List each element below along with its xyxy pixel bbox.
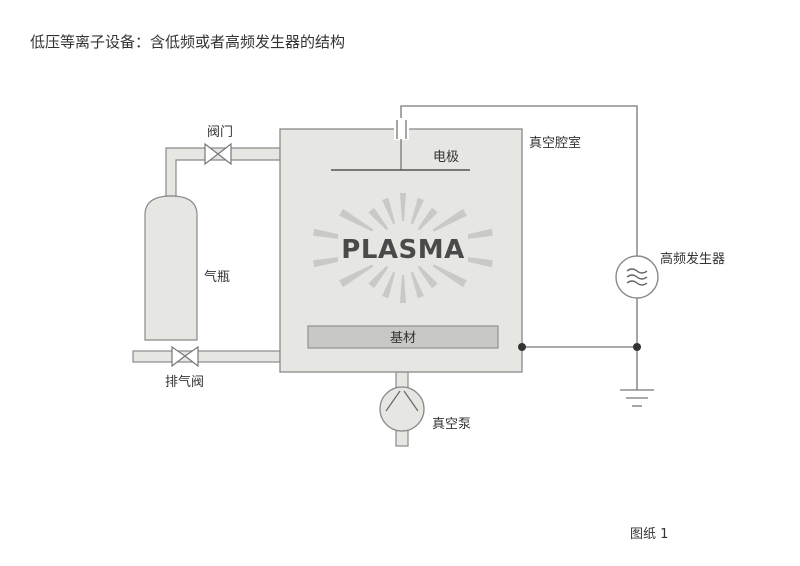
pump-icon [379, 386, 425, 432]
plasma-text-backdrop [338, 234, 468, 262]
exhaust-valve-icon [171, 345, 199, 368]
exhaust-valve-label: 排气阀 [165, 374, 204, 390]
pump-label: 真空泵 [432, 417, 471, 432]
substrate-label: 基材 [390, 331, 416, 346]
chamber-label: 真空腔室 [529, 135, 581, 151]
electrode-label: 电极 [433, 150, 459, 165]
cylinder-label: 气瓶 [204, 269, 230, 285]
gas-cylinder [144, 195, 198, 341]
tilde-wave-icon [615, 255, 659, 299]
figure-caption: 图纸 1 [630, 527, 668, 542]
ground-icon [620, 389, 654, 407]
valve-label: 阀门 [207, 125, 233, 140]
plasma-label: PLASMA [341, 235, 464, 265]
chamber-node [518, 343, 526, 351]
bowtie-valve-icon [204, 142, 232, 166]
exhaust-pipe [132, 350, 281, 363]
substrate [307, 325, 499, 349]
ground-node [633, 343, 641, 351]
generator-label: 高频发生器 [660, 251, 725, 267]
capacitor-icon [394, 118, 409, 140]
page-title: 低压等离子设备：含低频或者高频发生器的结构 [30, 33, 345, 51]
